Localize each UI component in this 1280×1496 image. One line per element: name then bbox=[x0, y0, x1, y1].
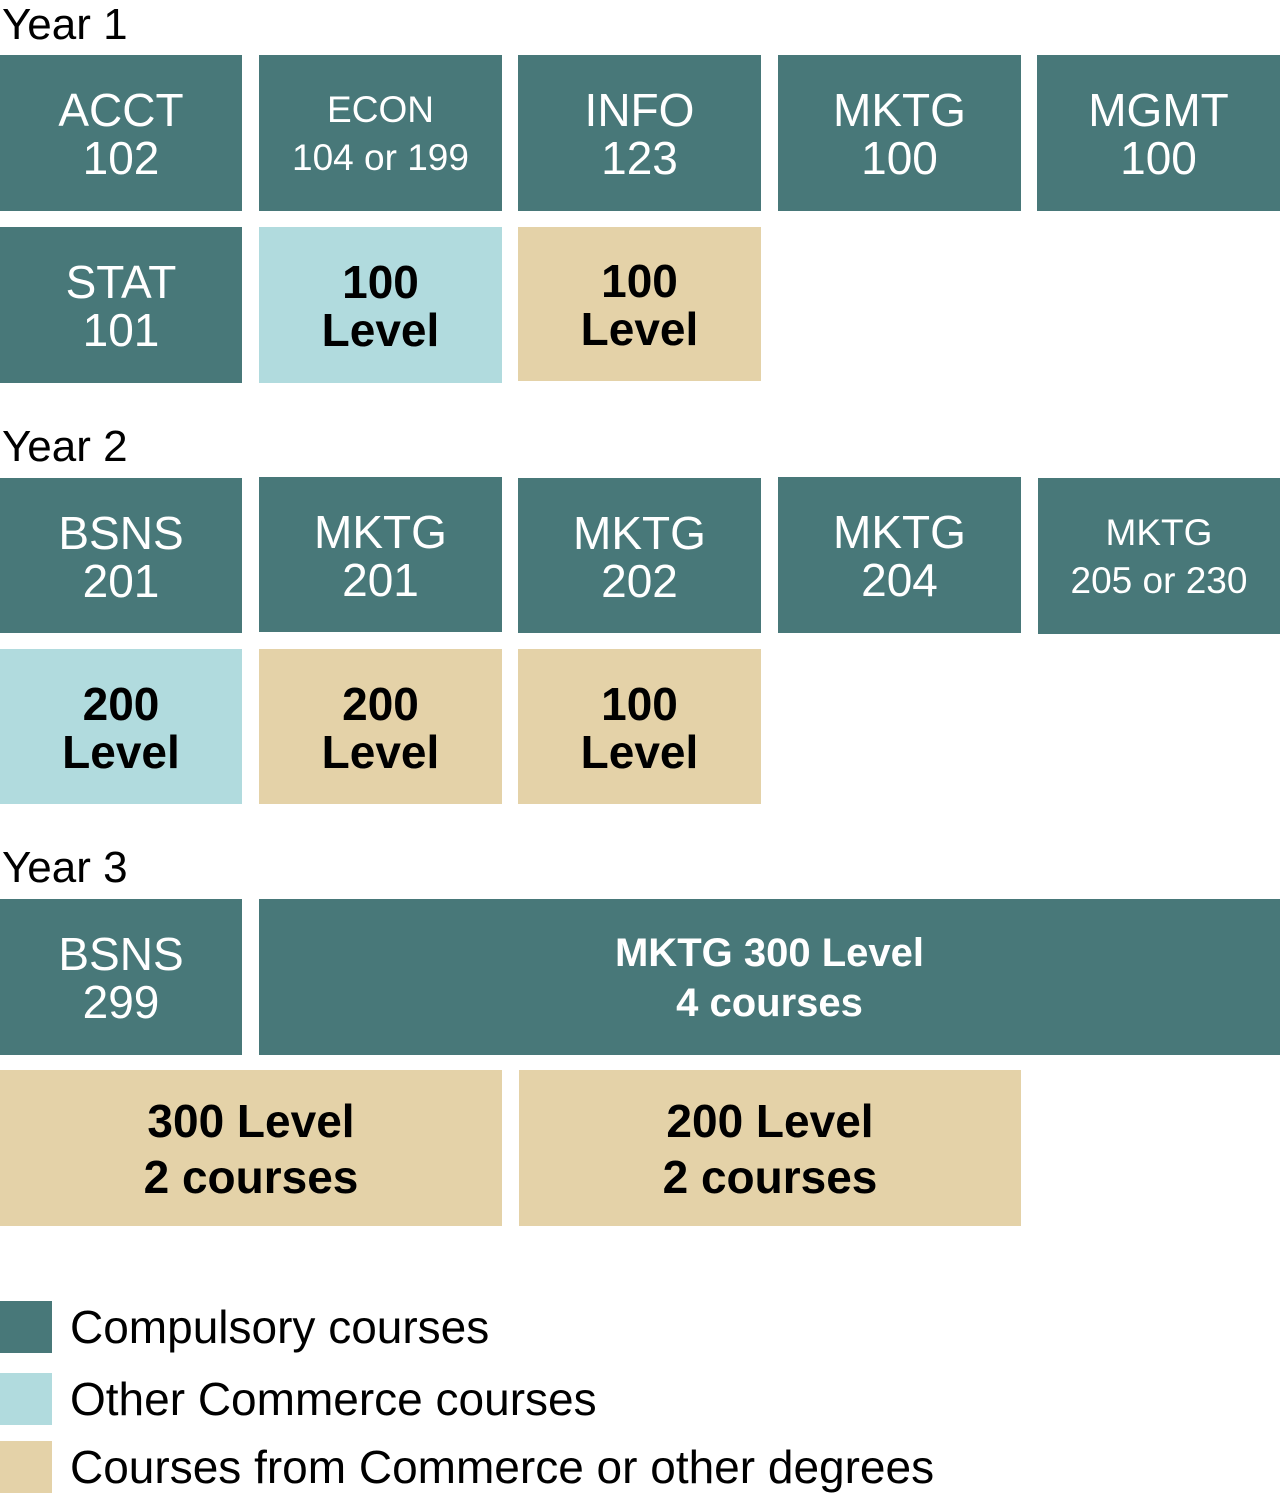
course-box-elective-100-level: 100 Level bbox=[518, 227, 761, 381]
other-commerce-swatch bbox=[0, 1373, 52, 1425]
course-code: MKTG bbox=[833, 84, 966, 136]
course-count: 4 courses bbox=[676, 981, 863, 1025]
legend-item-compulsory: Compulsory courses bbox=[0, 1300, 489, 1354]
course-box-mktg-100: MKTG 100 bbox=[778, 55, 1021, 211]
course-box-mktg-300-level: MKTG 300 Level 4 courses bbox=[259, 899, 1280, 1055]
course-count: 2 courses bbox=[143, 1151, 359, 1203]
course-code: MKTG bbox=[573, 506, 706, 559]
level-word: Level bbox=[62, 725, 180, 778]
level-word: Level bbox=[580, 725, 699, 778]
legend-item-commerce-or-other: Courses from Commerce or other degrees bbox=[0, 1440, 934, 1494]
course-code: STAT bbox=[65, 256, 177, 308]
course-box-mktg-202: MKTG 202 bbox=[518, 478, 761, 633]
course-code: BSNS bbox=[58, 506, 184, 559]
course-number: 204 bbox=[861, 554, 938, 606]
year-2-heading: Year 2 bbox=[2, 422, 128, 471]
commerce-or-other-swatch bbox=[0, 1441, 52, 1493]
course-count: 2 courses bbox=[662, 1151, 878, 1203]
course-number: 100 bbox=[861, 132, 938, 184]
course-number: 201 bbox=[342, 553, 419, 606]
course-number: 299 bbox=[82, 976, 160, 1028]
level-word: Level bbox=[580, 303, 699, 355]
course-box-acct-102: ACCT 102 bbox=[0, 55, 242, 211]
level-number: 200 bbox=[82, 677, 160, 730]
course-number: 205 or 230 bbox=[1070, 560, 1248, 601]
course-code: MKTG bbox=[314, 505, 447, 558]
legend-label: Other Commerce courses bbox=[70, 1373, 597, 1425]
course-box-bsns-299: BSNS 299 bbox=[0, 899, 242, 1055]
course-box-elective-100-level: 100 Level bbox=[518, 649, 761, 804]
legend-label: Compulsory courses bbox=[70, 1301, 490, 1353]
course-box-elective-300-level: 300 Level 2 courses bbox=[0, 1070, 502, 1226]
course-code: MKTG 300 Level bbox=[614, 931, 924, 975]
course-code: ACCT bbox=[58, 84, 184, 136]
level-number: 200 bbox=[342, 677, 419, 730]
course-number: 201 bbox=[82, 554, 160, 607]
legend-label: Courses from Commerce or other degrees bbox=[70, 1441, 935, 1493]
year-3-heading: Year 3 bbox=[2, 843, 128, 892]
course-box-stat-101: STAT 101 bbox=[0, 227, 242, 383]
course-number: 104 or 199 bbox=[292, 137, 469, 178]
course-code: MKTG bbox=[1105, 512, 1213, 553]
compulsory-swatch bbox=[0, 1301, 52, 1353]
course-box-mktg-201: MKTG 201 bbox=[259, 477, 502, 632]
course-box-elective-200-level: 200 Level bbox=[259, 649, 502, 804]
course-box-info-123: INFO 123 bbox=[518, 55, 761, 211]
course-number: 100 bbox=[1120, 132, 1197, 184]
level-number: 300 Level bbox=[147, 1095, 355, 1147]
legend-item-other-commerce: Other Commerce courses bbox=[0, 1372, 597, 1426]
year-1-heading: Year 1 bbox=[2, 0, 128, 49]
course-box-mktg-205-or-230: MKTG 205 or 230 bbox=[1038, 478, 1280, 634]
course-number: 123 bbox=[601, 132, 678, 184]
course-box-other-commerce-200-level: 200 Level bbox=[0, 649, 242, 804]
level-word: Level bbox=[321, 304, 440, 356]
course-box-bsns-201: BSNS 201 bbox=[0, 478, 242, 633]
level-number: 100 bbox=[342, 256, 419, 308]
course-number: 202 bbox=[601, 554, 678, 607]
course-box-elective-200-level: 200 Level 2 courses bbox=[519, 1070, 1021, 1226]
course-code: MGMT bbox=[1088, 84, 1229, 136]
course-box-mktg-204: MKTG 204 bbox=[778, 477, 1021, 633]
level-number: 100 bbox=[601, 255, 678, 307]
course-box-other-commerce-100-level: 100 Level bbox=[259, 227, 502, 383]
level-number: 200 Level bbox=[666, 1095, 874, 1147]
course-box-econ-104-or-199: ECON 104 or 199 bbox=[259, 55, 502, 211]
level-number: 100 bbox=[601, 677, 678, 730]
course-number: 101 bbox=[82, 304, 160, 356]
course-code: BSNS bbox=[58, 928, 184, 980]
course-box-mgmt-100: MGMT 100 bbox=[1037, 55, 1280, 211]
course-code: MKTG bbox=[833, 506, 966, 558]
course-number: 102 bbox=[82, 132, 160, 184]
level-word: Level bbox=[321, 725, 440, 778]
course-code: ECON bbox=[327, 89, 434, 130]
course-code: INFO bbox=[584, 84, 695, 136]
